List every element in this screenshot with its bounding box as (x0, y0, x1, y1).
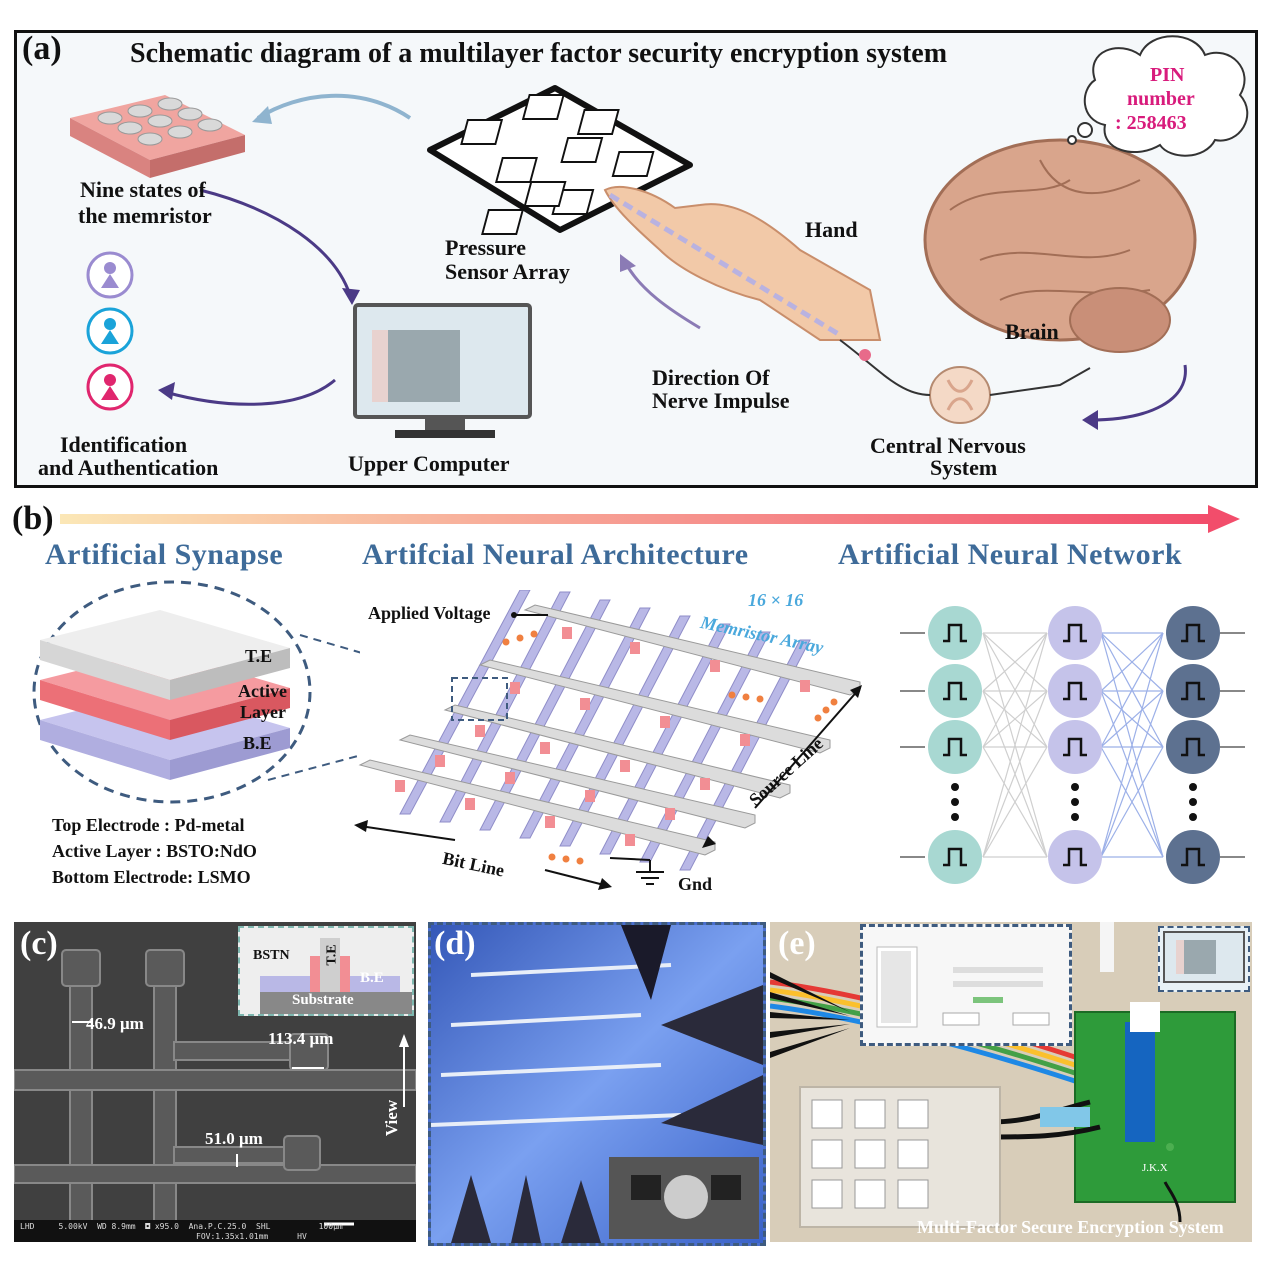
top-electrode-text: Top Electrode : Pd-metal (52, 815, 245, 835)
measure-1: 46.9 μm (86, 1014, 144, 1033)
gradient-arrow (60, 505, 1240, 533)
source-lines (358, 604, 861, 856)
ident-line1: Identification (60, 432, 188, 457)
synapse-graphic (32, 580, 360, 804)
arrow-brain-to-cns (1089, 364, 1187, 422)
neurons-layer3 (1166, 606, 1220, 884)
nine-states-line2: the memristor (78, 203, 212, 228)
measure-2: 113.4 μm (268, 1029, 334, 1048)
panel-e-footer: Multi-Factor Secure Encryption System (917, 1217, 1224, 1237)
pin-word: number (1127, 88, 1195, 110)
hand-icon (603, 185, 882, 341)
panel-a-letter: (a) (22, 30, 62, 67)
neurons-layer2 (1048, 606, 1102, 884)
brain-label: Brain (1005, 319, 1059, 344)
inset-bstn: BSTN (253, 948, 290, 963)
panel-a-title: Schematic diagram of a multilayer factor… (130, 38, 948, 69)
thought-cloud-icon (1067, 35, 1249, 157)
sem-info-bar: LHD 5.00kV WD 8.9mm ◘ x95.0 Ana.P.C.25.0… (20, 1222, 343, 1231)
architecture-title: Artifcial Neural Architecture (362, 538, 749, 571)
arrow-sensor-to-memristor (256, 93, 412, 120)
panel-d-probe-image (428, 922, 766, 1246)
arrow-memristor-to-computer (199, 188, 352, 296)
panel-e-device-image (770, 922, 1252, 1242)
ident-line2: and Authentication (38, 455, 219, 480)
te-label: T.E (245, 646, 273, 666)
panel-d-letter: (d) (434, 925, 476, 962)
brain-icon (923, 138, 1197, 353)
inset-te: T.E (324, 944, 340, 966)
active-label-line2: Layer (240, 702, 286, 722)
hand-label: Hand (805, 217, 858, 242)
pin-label: PIN (1150, 64, 1185, 86)
neural-network (900, 606, 1245, 884)
panel-c-letter: (c) (20, 925, 58, 962)
gnd-label: Gnd (678, 874, 713, 894)
measure-3: 51.0 μm (205, 1129, 263, 1148)
monitor-inset (1158, 926, 1250, 992)
arrow-nerve-impulse (623, 261, 701, 330)
pulse-icons (943, 623, 1205, 867)
be-label: B.E (243, 733, 272, 753)
array-size-label: 16 × 16 (748, 590, 804, 610)
active-label-line1: Active (238, 681, 287, 701)
upper-computer-icon (353, 303, 532, 438)
active-layer-text: Active Layer : BSTO:NdO (52, 841, 257, 861)
arrow-computer-to-ident (164, 378, 336, 406)
pressure-line2: Sensor Array (445, 259, 570, 284)
connections-layer1 (982, 632, 1048, 858)
software-window-inset (860, 924, 1072, 1046)
inset-be: B.E (360, 970, 384, 986)
inset-substrate: Substrate (292, 992, 354, 1008)
bottom-electrode-text: Bottom Electrode: LSMO (52, 867, 251, 887)
board-label: J.K.X (1142, 1162, 1168, 1174)
panel-b-letter: (b) (12, 500, 54, 537)
direction-line1: Direction Of (652, 365, 770, 390)
cns-line2: System (930, 455, 998, 480)
view-label: View (382, 1099, 402, 1137)
nine-states-line1: Nine states of (80, 177, 206, 202)
pin-value: : 258463 (1115, 112, 1187, 134)
synapse-title: Artificial Synapse (45, 538, 284, 571)
memristor-cells (395, 627, 810, 846)
network-title: Artificial Neural Network (838, 538, 1183, 571)
neurons-layer1 (928, 606, 982, 884)
spinal-cord-icon (839, 339, 1091, 424)
user-icons (86, 251, 134, 411)
direction-line2: Nerve Impulse (652, 388, 790, 413)
sem-inset (238, 926, 414, 1016)
crossbar-array (354, 590, 862, 890)
cns-line1: Central Nervous (870, 433, 1026, 458)
panel-a-graphics (70, 35, 1249, 438)
te-layer (40, 610, 290, 700)
pressure-line1: Pressure (445, 235, 527, 260)
memristor-plate-icon (70, 95, 245, 178)
connections-layer2 (1100, 632, 1164, 858)
panel-e-letter: (e) (778, 925, 816, 962)
applied-voltage-label: Applied Voltage (368, 603, 491, 623)
upper-computer-label: Upper Computer (348, 451, 510, 476)
panel-c-sem-image (14, 922, 416, 1242)
sem-info-bar-2: FOV:1.35x1.01mm HV (196, 1232, 307, 1241)
